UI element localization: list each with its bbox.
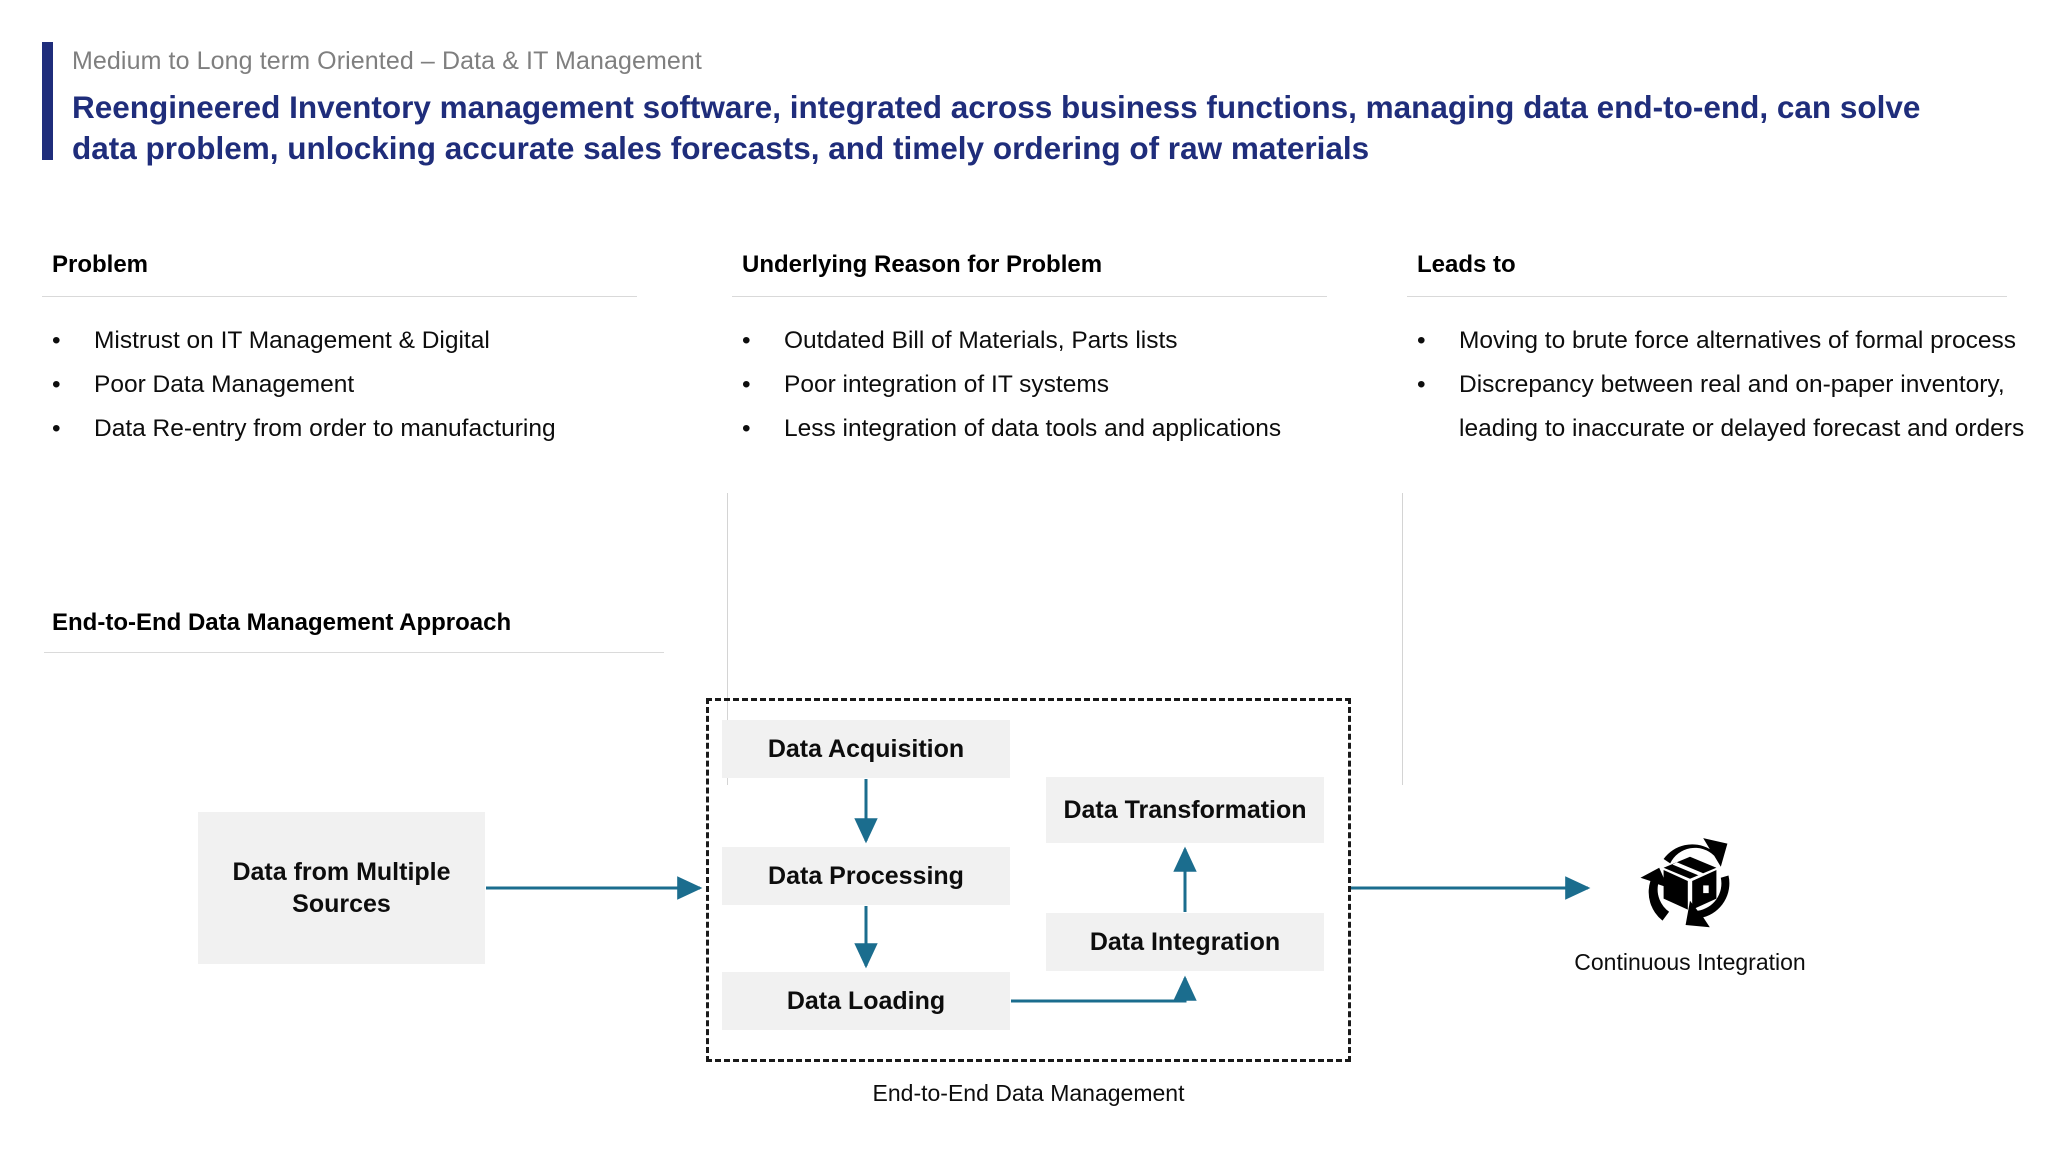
list-item-label: Data Re-entry from order to manufacturin… bbox=[94, 415, 556, 442]
column-divider-2 bbox=[1402, 493, 1403, 785]
node-data-transformation[interactable]: Data Transformation bbox=[1046, 777, 1324, 843]
approach-section-title: End-to-End Data Management Approach bbox=[52, 609, 512, 636]
bullet-icon: • bbox=[1417, 371, 1426, 398]
page-title: Reengineered Inventory management softwa… bbox=[72, 89, 1921, 166]
list-item-label: Less integration of data tools and appli… bbox=[784, 415, 1282, 442]
node-data-from-multiple-sources[interactable]: Data from Multiple Sources bbox=[198, 812, 485, 964]
column-underlying-reason-bullets: • Outdated Bill of Materials, Parts lists… bbox=[732, 319, 1372, 451]
column-leads-to: Leads to • Moving to brute force alternat… bbox=[1407, 250, 2048, 467]
node-label: Data Loading bbox=[786, 987, 946, 1015]
list-item: • Discrepancy between real and on-paper i… bbox=[1407, 363, 2048, 451]
node-label: Data Acquisition bbox=[767, 735, 965, 763]
column-underlying-reason-title: Underlying Reason for Problem bbox=[742, 251, 1103, 278]
bullet-icon: • bbox=[52, 327, 61, 354]
continuous-integration-group: Continuous Integration bbox=[1555, 826, 1825, 977]
list-item: • Moving to brute force alternatives of f… bbox=[1407, 319, 2048, 363]
list-item-label: Discrepancy between real and on-paper in… bbox=[1459, 371, 2025, 442]
node-data-loading[interactable]: Data Loading bbox=[722, 972, 1010, 1030]
node-data-processing[interactable]: Data Processing bbox=[722, 847, 1010, 905]
node-label: Data from Multiple Sources bbox=[232, 858, 451, 918]
column-problem: Problem • Mistrust on IT Management & Dig… bbox=[42, 250, 682, 467]
column-problem-bullets: • Mistrust on IT Management & Digital • Po… bbox=[42, 319, 682, 451]
node-data-acquisition[interactable]: Data Acquisition bbox=[722, 720, 1010, 778]
list-item: • Outdated Bill of Materials, Parts lists bbox=[732, 319, 1372, 363]
header-block: Medium to Long term Oriented – Data & IT… bbox=[72, 44, 2022, 169]
container-caption: End-to-End Data Management bbox=[872, 1080, 1185, 1106]
end-to-end-data-management-container bbox=[706, 698, 1351, 1062]
bullet-icon: • bbox=[742, 415, 751, 442]
bullet-icon: • bbox=[52, 415, 61, 442]
approach-section-rule bbox=[44, 652, 664, 653]
bullet-icon: • bbox=[1417, 327, 1426, 354]
list-item: • Poor Data Management bbox=[42, 363, 682, 407]
problem-reason-leads-columns: Problem • Mistrust on IT Management & Dig… bbox=[42, 250, 2024, 785]
column-leads-to-title: Leads to bbox=[1417, 251, 1516, 278]
list-item: • Data Re-entry from order to manufacturi… bbox=[42, 407, 682, 451]
bullet-icon: • bbox=[742, 327, 751, 354]
column-leads-to-rule bbox=[1407, 296, 2007, 297]
header-accent-bar bbox=[42, 42, 53, 160]
node-data-integration[interactable]: Data Integration bbox=[1046, 913, 1324, 971]
column-divider-1 bbox=[727, 493, 728, 785]
column-problem-rule bbox=[42, 296, 637, 297]
list-item: • Mistrust on IT Management & Digital bbox=[42, 319, 682, 363]
list-item-label: Poor Data Management bbox=[94, 371, 355, 398]
package-refresh-icon bbox=[1640, 838, 1730, 928]
column-underlying-reason: Underlying Reason for Problem • Outdated … bbox=[732, 250, 1372, 467]
node-label: Data Processing bbox=[768, 862, 964, 890]
column-underlying-reason-rule bbox=[732, 296, 1327, 297]
list-item-label: Outdated Bill of Materials, Parts lists bbox=[784, 327, 1178, 354]
bullet-icon: • bbox=[52, 371, 61, 398]
header-eyebrow: Medium to Long term Oriented – Data & IT… bbox=[72, 47, 702, 75]
bullet-icon: • bbox=[742, 371, 751, 398]
list-item: • Less integration of data tools and appl… bbox=[732, 407, 1372, 451]
node-label: Data Transformation bbox=[1063, 796, 1307, 824]
column-problem-title: Problem bbox=[52, 251, 149, 278]
list-item-label: Mistrust on IT Management & Digital bbox=[94, 327, 490, 354]
column-leads-to-bullets: • Moving to brute force alternatives of f… bbox=[1407, 319, 2048, 451]
list-item-label: Moving to brute force alternatives of fo… bbox=[1459, 327, 2016, 354]
list-item: • Poor integration of IT systems bbox=[732, 363, 1372, 407]
list-item-label: Poor integration of IT systems bbox=[784, 371, 1109, 398]
node-label: Data Integration bbox=[1089, 928, 1281, 956]
continuous-integration-label: Continuous Integration bbox=[1574, 949, 1806, 975]
